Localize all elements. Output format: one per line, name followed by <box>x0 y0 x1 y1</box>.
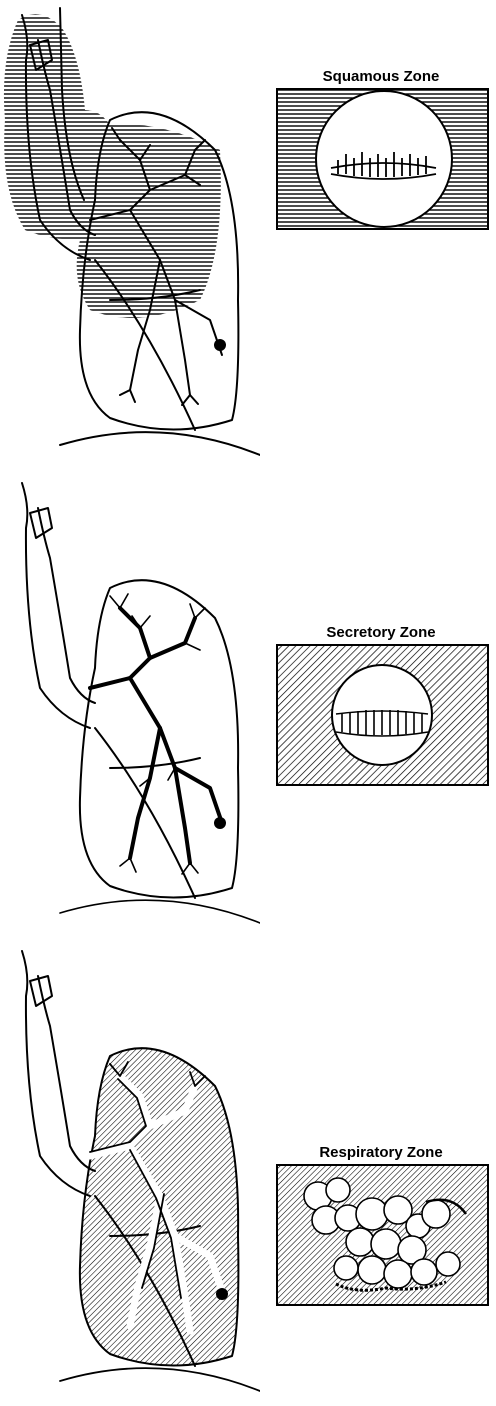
respiratory-inset <box>276 1164 489 1306</box>
alveoli-cluster-icon <box>216 1288 228 1300</box>
respiratory-zone-panel: Respiratory Zone <box>0 936 496 1406</box>
zone-title-secretory: Secretory Zone <box>268 624 494 641</box>
alveoli-cluster-icon <box>214 817 226 829</box>
lung-illustration-respiratory <box>0 936 260 1406</box>
squamous-zone-panel: Squamous Zone <box>0 0 496 470</box>
squamous-inset <box>276 88 489 230</box>
lung-illustration-secretory <box>0 468 260 938</box>
alveoli-cluster-icon <box>214 339 226 351</box>
secretory-zone-panel: Secretory Zone <box>0 468 496 938</box>
zone-title-respiratory: Respiratory Zone <box>268 1144 494 1161</box>
zone-title-squamous: Squamous Zone <box>268 68 494 85</box>
secretory-inset <box>276 644 489 786</box>
lung-illustration-squamous <box>0 0 260 470</box>
